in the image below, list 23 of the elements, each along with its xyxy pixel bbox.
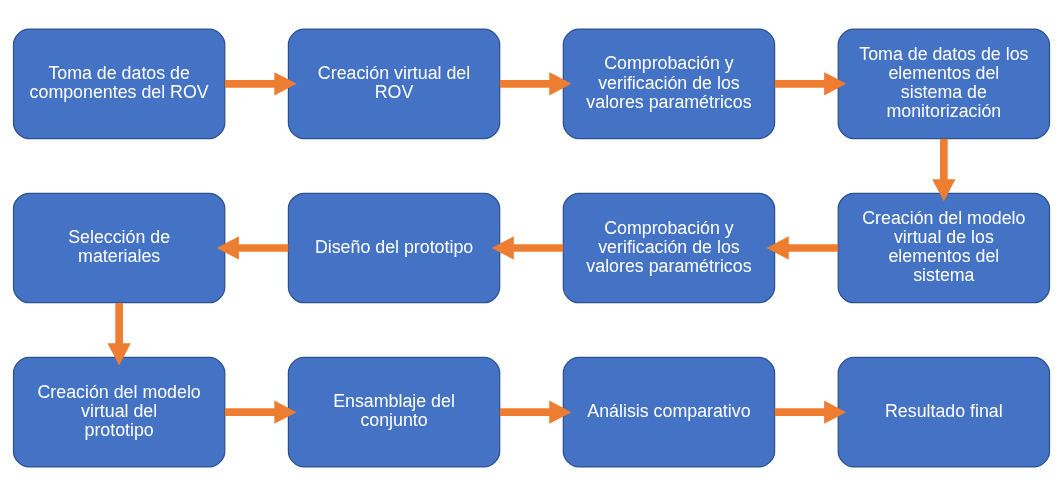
node-box: Creación virtual del ROV [287,28,501,140]
node-box: Resultado final [837,356,1051,468]
node-box: Ensamblaje del conjunto [287,356,501,468]
arrow [774,72,847,96]
arrow [224,400,297,424]
arrow [491,236,564,260]
arrow [499,400,572,424]
node-box: Creación del modelo virtual del prototipo [12,356,226,468]
node-box: Comprobación y verificación de los valores paramétricos [562,192,776,304]
node-box: Selección de materiales [12,192,226,304]
node-box: Toma de datos de componentes del ROV [12,28,226,140]
arrow [216,236,289,260]
node-box: Creación del modelo virtual de los elementos del sistema [837,192,1051,304]
arrow [107,303,131,366]
arrow [499,72,572,96]
arrow [932,138,956,202]
node-box: Comprobación y verificación de los valores paramétricos [562,28,776,140]
node-box: Análisis comparativo [562,356,776,468]
arrow [224,72,297,96]
node-box: Diseño del prototipo [287,192,501,304]
arrow [766,236,839,260]
node-box: Toma de datos de los elementos del sistema de monitorización [837,28,1051,140]
arrow [774,400,847,424]
